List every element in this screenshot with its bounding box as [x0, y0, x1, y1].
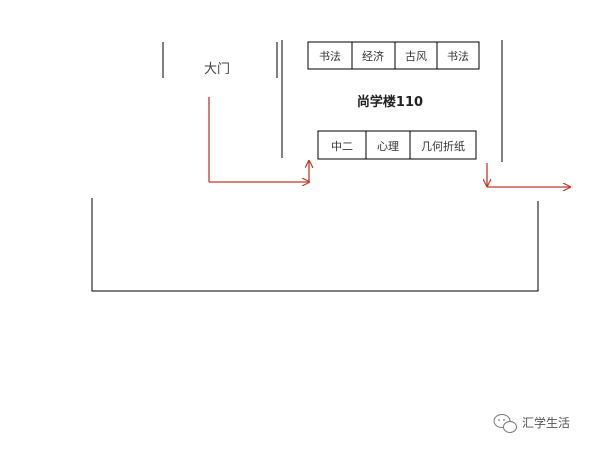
- top-room-label: 书法: [319, 49, 341, 63]
- top-room-label: 古风: [405, 50, 427, 63]
- building-title: 尚学楼110: [357, 94, 423, 110]
- bottom-room-row: 中二 心理 几何折纸: [317, 130, 477, 160]
- top-room-cell: [351, 41, 396, 70]
- wechat-icon: [493, 414, 517, 433]
- top-room-cell: [394, 41, 438, 70]
- watermark-text: 汇学生活: [522, 415, 570, 430]
- gate-label: 大门: [204, 62, 230, 77]
- bottom-room-label: 中二: [331, 140, 353, 153]
- bottom-room-label: 心理: [377, 140, 399, 153]
- gate-block: 大门: [162, 42, 278, 78]
- top-room-cell: [307, 41, 353, 70]
- courtyard-outline: [91, 198, 539, 292]
- top-room-label: 经济: [362, 49, 384, 63]
- route-arrows: [208, 97, 570, 187]
- bottom-room-label: 几何折纸: [421, 139, 465, 153]
- bottom-room-cell: [365, 130, 411, 160]
- top-room-label: 书法: [447, 49, 469, 63]
- top-room-cell: [436, 41, 480, 70]
- watermark: 汇学生活: [493, 414, 570, 433]
- top-room-row: 书法 经济 古风 书法: [307, 41, 480, 70]
- bottom-room-cell: [409, 130, 477, 160]
